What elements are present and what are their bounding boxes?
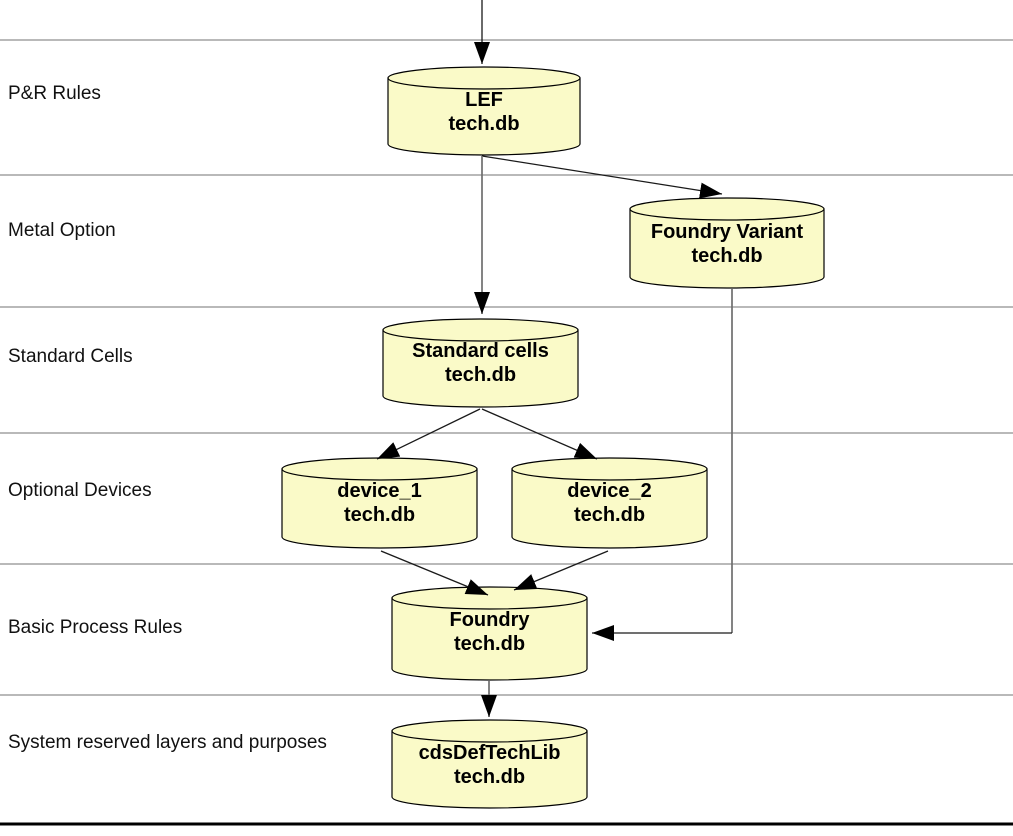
row-label-basic-process-rules: Basic Process Rules (8, 617, 183, 638)
foundry-variant-cylinder-top (629, 197, 825, 221)
node-cds-def-tech-lib: cdsDefTechLib tech.db (391, 719, 588, 809)
cds-def-tech-lib-cylinder-top (391, 719, 588, 743)
device-2-cylinder-top (511, 457, 708, 481)
node-foundry-variant: Foundry Variant tech.db (629, 197, 825, 289)
node-foundry: Foundry tech.db (391, 586, 588, 681)
device-2-cylinder-body (511, 469, 708, 549)
lef-cylinder-body (387, 78, 581, 156)
node-device-2: device_2 tech.db (511, 457, 708, 549)
node-device-1: device_1 tech.db (281, 457, 478, 549)
row-label-system-reserved: System reserved layers and purposes (8, 732, 327, 753)
device-1-cylinder-body (281, 469, 478, 549)
node-lef: LEF tech.db (387, 66, 581, 156)
connector-standard-cells-to-device-2 (481, 408, 598, 460)
lef-subtitle: tech.db (448, 113, 519, 135)
connector-device-2-to-foundry (513, 550, 609, 591)
foundry-variant-cylinder-body (629, 209, 825, 289)
row-label-metal-option: Metal Option (8, 220, 116, 241)
row-label-optional-devices: Optional Devices (8, 480, 152, 501)
row-label-standard-cells: Standard Cells (8, 346, 133, 367)
cds-def-tech-lib-cylinder-body (391, 731, 588, 809)
foundry-variant-subtitle: tech.db (691, 245, 762, 267)
device-1-title: device_1 (337, 480, 422, 502)
standard-cells-title: Standard cells (412, 340, 549, 362)
cds-def-tech-lib-title: cdsDefTechLib (419, 742, 561, 764)
foundry-variant-title: Foundry Variant (651, 221, 804, 243)
node-standard-cells: Standard cells tech.db (382, 318, 579, 408)
device-2-subtitle: tech.db (574, 504, 645, 526)
foundry-cylinder-body (391, 598, 588, 681)
foundry-title: Foundry (450, 609, 531, 631)
standard-cells-cylinder-body (382, 330, 579, 408)
row-label-pr-rules: P&R Rules (8, 83, 101, 104)
lef-cylinder-top (387, 66, 581, 90)
lef-title: LEF (465, 89, 503, 111)
connector-device-1-to-foundry (380, 550, 489, 596)
device-1-cylinder-top (281, 457, 478, 481)
connector-lef-to-foundry-variant (481, 155, 723, 199)
foundry-cylinder-top (391, 586, 588, 610)
standard-cells-cylinder-top (382, 318, 579, 342)
connector-standard-cells-to-device-1 (376, 408, 481, 460)
device-2-title: device_2 (567, 480, 652, 502)
standard-cells-subtitle: tech.db (445, 364, 516, 386)
foundry-subtitle: tech.db (454, 633, 525, 655)
cds-def-tech-lib-subtitle: tech.db (454, 766, 525, 788)
device-1-subtitle: tech.db (344, 504, 415, 526)
